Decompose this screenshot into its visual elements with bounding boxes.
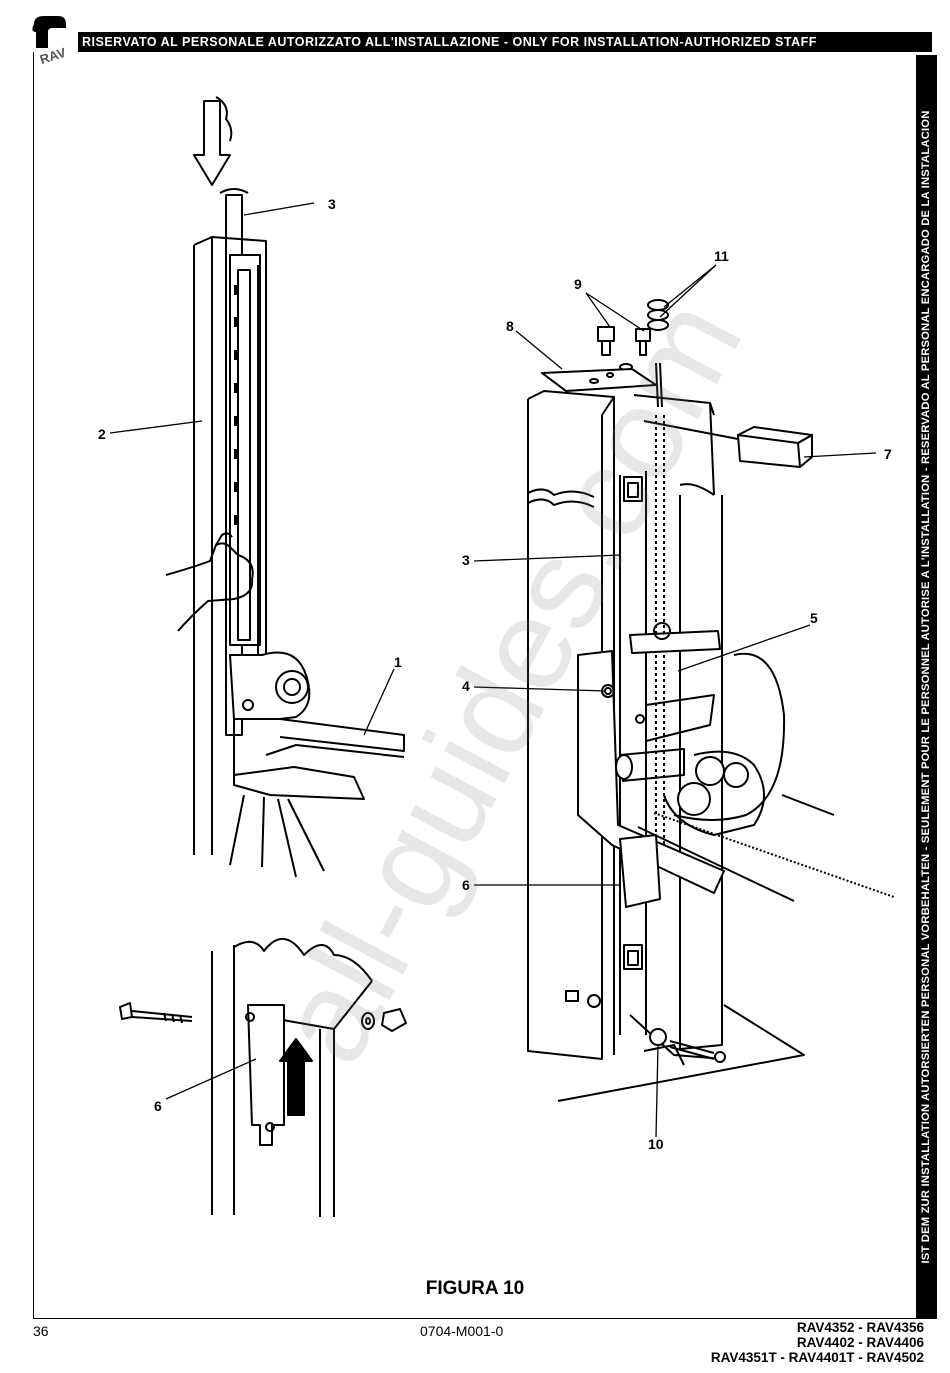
left-label-2: 2 [98, 426, 106, 442]
right-label-11: 11 [714, 248, 729, 264]
side-banner-text: IST DEM ZUR INSTALLATION AUTORSIERTEN PE… [920, 110, 932, 1264]
model-line: RAV4352 - RAV4356 [796, 1320, 924, 1335]
right-label-8: 8 [506, 318, 514, 334]
header-banner: RISERVATO AL PERSONALE AUTORIZZATO ALL'I… [78, 32, 932, 52]
detail-label-6: 6 [154, 1098, 162, 1114]
document-code: 0704-M001-0 [420, 1323, 504, 1339]
right-label-3: 3 [462, 552, 470, 568]
left-column-drawing [165, 96, 405, 878]
right-column-drawing [527, 299, 895, 1102]
right-label-9: 9 [574, 276, 582, 292]
right-label-6: 6 [462, 877, 470, 893]
model-line: RAV4351T - RAV4401T - RAV4502 [710, 1350, 924, 1365]
side-banner [916, 55, 937, 1319]
detail-drawing [119, 938, 407, 1217]
figure-10-illustration: 3 2 1 6 11 9 8 7 3 5 4 6 10 [98, 96, 895, 1217]
figure-labels: 3 2 1 6 11 9 8 7 3 5 4 6 10 [98, 196, 892, 1152]
model-list: RAV4352 - RAV4356 RAV4402 - RAV4406 RAV4… [711, 1320, 924, 1365]
model-line: RAV4402 - RAV4406 [796, 1335, 924, 1350]
figure-title: FIGURA 10 [425, 1278, 525, 1299]
right-label-4: 4 [462, 678, 470, 694]
left-label-1: 1 [394, 654, 402, 670]
frame-left-rule [33, 52, 34, 1318]
frame-bottom-rule [33, 1318, 937, 1319]
brand-logo: RAV [28, 14, 72, 67]
right-label-7: 7 [884, 446, 892, 462]
page-number: 36 [33, 1323, 49, 1339]
leader-lines [109, 202, 877, 1138]
right-label-10: 10 [648, 1136, 664, 1152]
right-label-5: 5 [810, 610, 818, 626]
left-label-3: 3 [328, 196, 336, 212]
